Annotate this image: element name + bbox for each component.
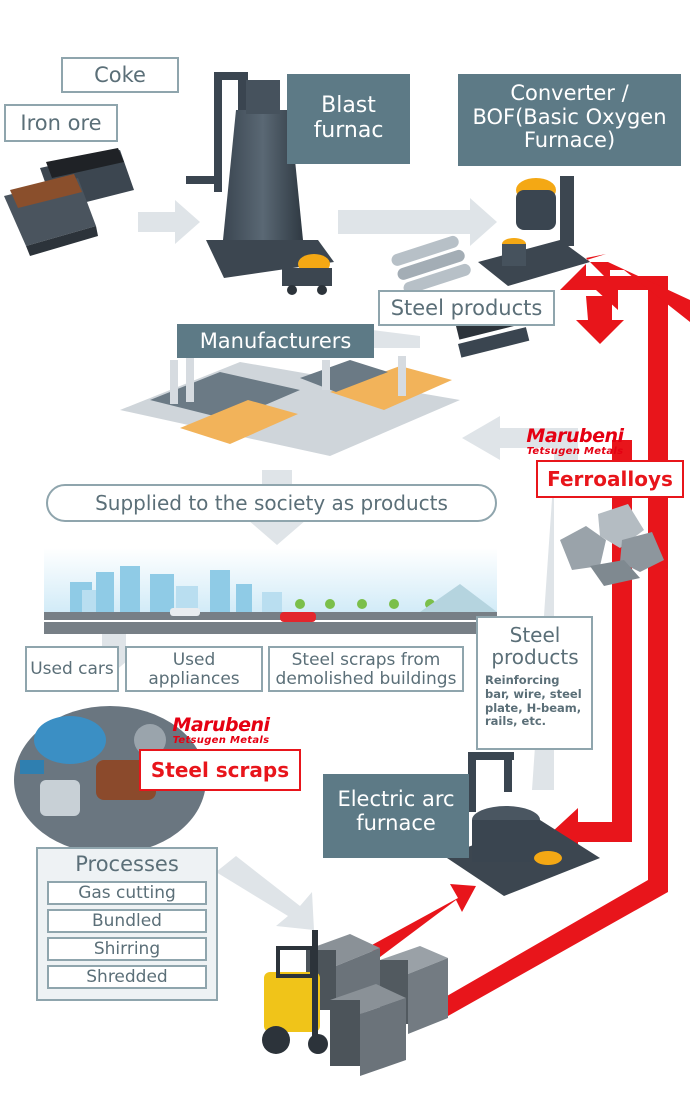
- manufacturers-label: Manufacturers: [177, 324, 374, 358]
- factories-illustration: [120, 352, 460, 456]
- demolished-buildings-scrap-label: Steel scraps from demolished buildings: [268, 646, 464, 692]
- converter-label: Converter / BOF(Basic Oxygen Furnace): [458, 74, 681, 166]
- steel-products-mid-box: Steel products Reinforcing bar, wire, st…: [476, 616, 593, 750]
- used-cars-label: Used cars: [25, 646, 119, 692]
- iron-ore-label: Iron ore: [4, 104, 118, 142]
- arrow-scraps-to-eaf: [370, 884, 476, 960]
- steel-products-detail: Reinforcing bar, wire, steel plate, H-be…: [485, 673, 582, 729]
- used-appliances-label: Used appliances: [125, 646, 263, 692]
- red-flow-arrows: [370, 254, 690, 1016]
- coke-label: Coke: [61, 57, 179, 93]
- scrap-bales-forklift: [262, 930, 448, 1076]
- city-street-illustration: [44, 548, 497, 634]
- electric-arc-furnace-label: Electric arc furnace: [323, 774, 469, 858]
- arrow-products-to-manufacturers: [370, 330, 420, 348]
- process-bundled: Bundled: [47, 908, 207, 933]
- arrow-ferroalloys-to-eaf: [552, 440, 632, 856]
- marubeni-logo-steel-scraps: Marubeni Tetsugen Metals: [172, 714, 270, 746]
- blast-furnace-label: Blast furnac: [287, 74, 410, 164]
- eaf-illustration: [444, 752, 600, 896]
- steel-scraps-label: Steel scraps: [139, 749, 301, 791]
- arrow-ferroalloys-to-converter: [576, 296, 624, 344]
- ferroalloy-stones: [560, 504, 664, 586]
- processes-box: Processes Gas cutting Bundled Shirring S…: [36, 847, 218, 1001]
- marubeni-logo-ferroalloys: Marubeni Tetsugen Metals: [526, 425, 624, 457]
- steel-products-mid-title: Steel products: [491, 623, 579, 669]
- blast-furnace-illustration: [186, 72, 334, 295]
- arrow-processes-to-scrap-pile: [216, 856, 314, 930]
- scrap-heap-illustration: [14, 706, 206, 854]
- process-gas-cutting: Gas cutting: [47, 880, 207, 905]
- processes-title: Processes: [75, 852, 179, 876]
- arrow-ore-to-furnace: [138, 200, 200, 244]
- steel-products-top-label: Steel products: [378, 290, 555, 326]
- arrow-furnace-to-converter: [338, 198, 497, 246]
- ore-coke-wagons: [4, 148, 134, 256]
- ferroalloys-label: Ferroalloys: [536, 460, 684, 498]
- converter-illustration: [478, 176, 590, 286]
- process-shirring: Shirring: [47, 936, 207, 961]
- process-shredded: Shredded: [47, 964, 207, 989]
- supplied-to-society-label: Supplied to the society as products: [46, 484, 497, 522]
- arrow-outer-to-converter: [580, 254, 690, 322]
